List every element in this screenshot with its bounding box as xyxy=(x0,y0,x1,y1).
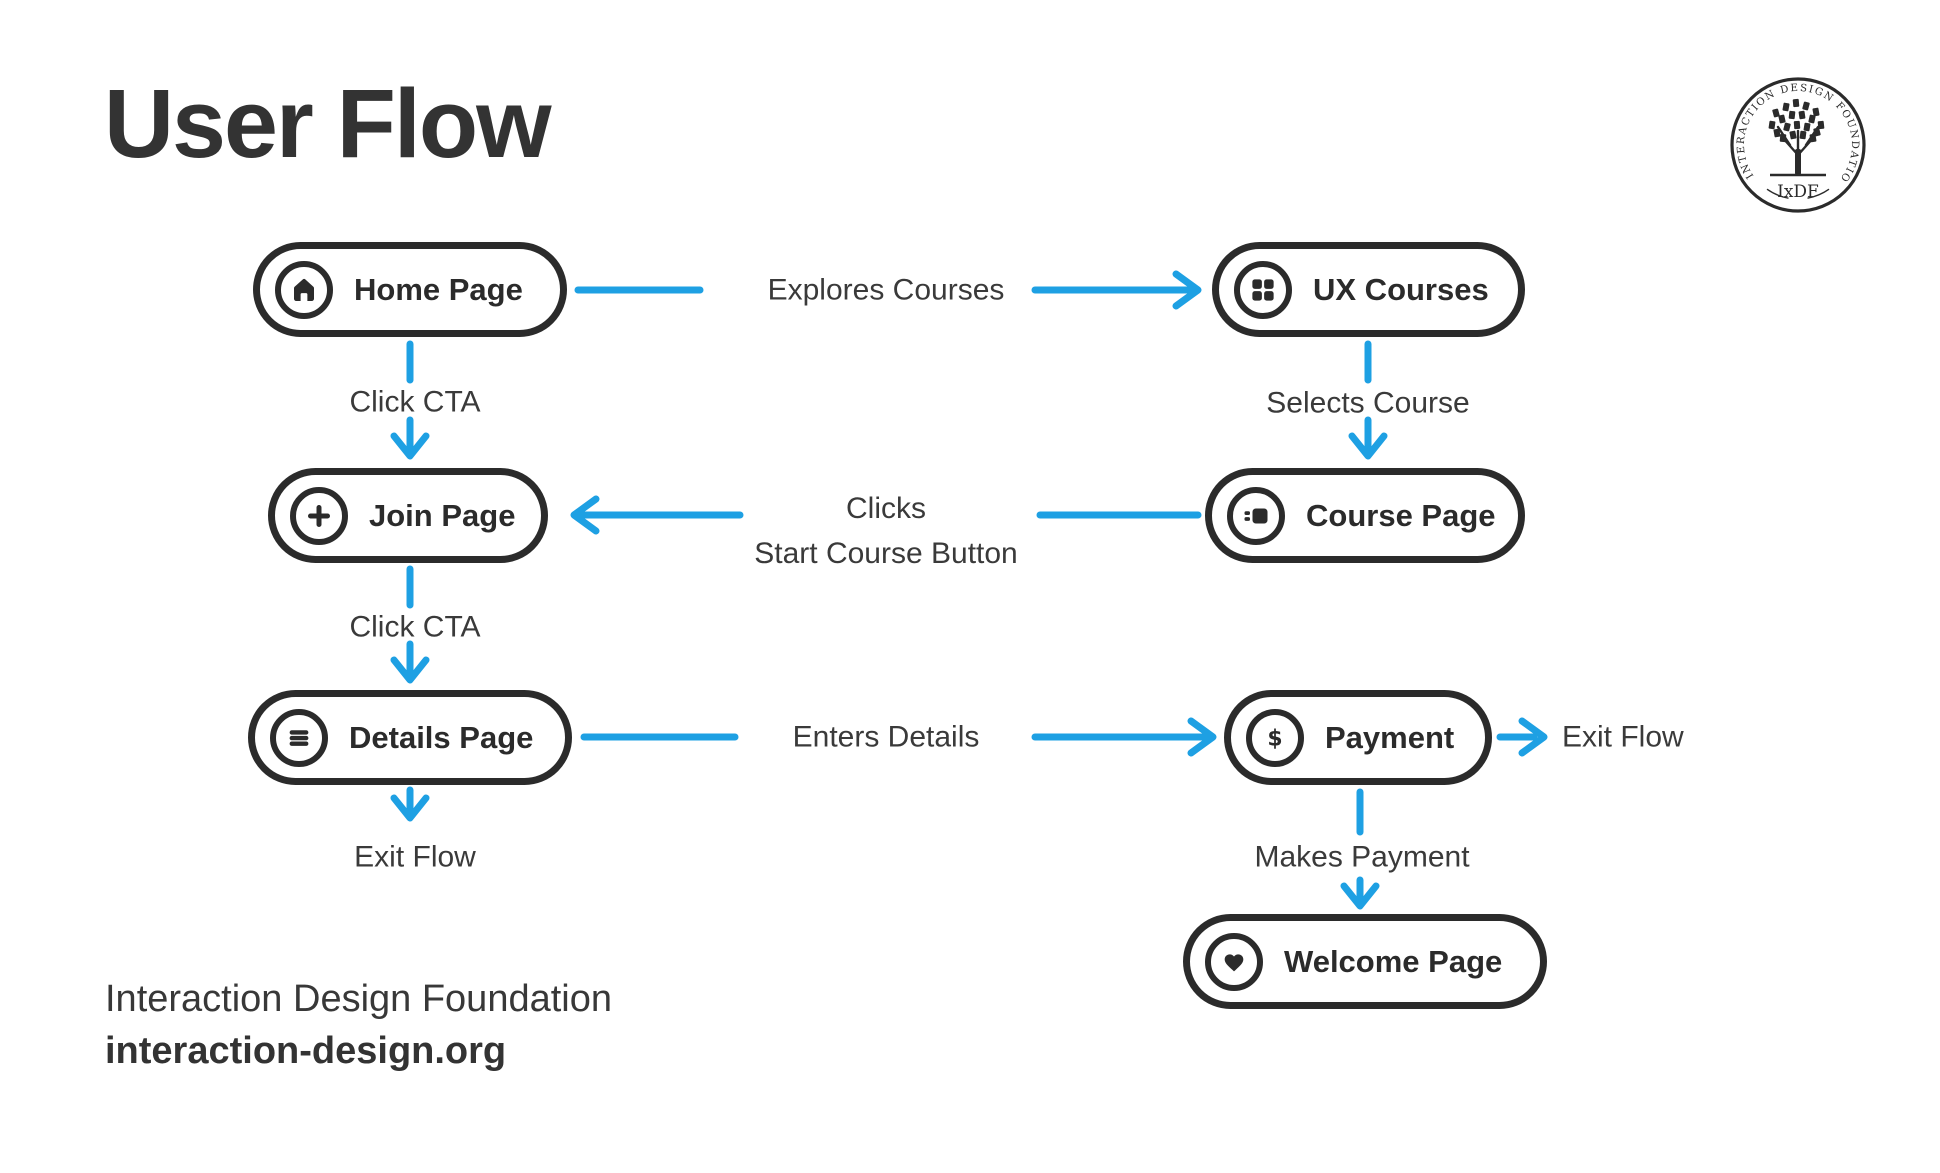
page-title: User Flow xyxy=(104,69,552,178)
node-course-page: Course Page xyxy=(1205,468,1525,563)
logo-tree-icon xyxy=(1768,98,1826,177)
footer: Interaction Design Foundation interactio… xyxy=(105,978,612,1073)
node-label: Join Page xyxy=(369,497,516,533)
dollar-icon: $ xyxy=(1246,708,1304,767)
edge-label-explores-courses: Explores Courses xyxy=(767,273,1005,307)
node-label: Course Page xyxy=(1306,497,1496,533)
node-details-page: Details Page xyxy=(248,690,572,785)
footer-org-name: Interaction Design Foundation xyxy=(105,978,612,1020)
node-label: Welcome Page xyxy=(1284,943,1503,979)
svg-text:$: $ xyxy=(1267,726,1282,751)
edge-label-line: Clicks xyxy=(846,492,926,525)
edge-label-exit-flow-right: Exit Flow xyxy=(1562,720,1684,754)
node-label: Home Page xyxy=(354,271,523,307)
edge-label-makes-payment: Makes Payment xyxy=(1254,840,1470,874)
grid-icon xyxy=(1234,260,1292,319)
edge-label-selects-course: Selects Course xyxy=(1266,386,1470,420)
node-home-page: Home Page xyxy=(253,242,567,337)
node-payment: $ Payment xyxy=(1224,690,1492,785)
list-icon xyxy=(270,708,328,767)
edge-label-exit-flow-bottom: Exit Flow xyxy=(354,840,476,874)
course-layout-icon xyxy=(1227,486,1285,545)
plus-icon xyxy=(290,486,348,545)
node-ux-courses: UX Courses xyxy=(1212,242,1525,337)
node-join-page: Join Page xyxy=(268,468,548,563)
edge-label-click-cta-2: Click CTA xyxy=(349,610,481,644)
edge-label-line: Start Course Button xyxy=(754,537,1018,570)
node-label: Details Page xyxy=(349,719,534,755)
edge-label-click-cta-1: Click CTA xyxy=(349,385,481,419)
node-label: Payment xyxy=(1325,719,1455,755)
home-icon xyxy=(275,260,333,319)
node-welcome-page: Welcome Page xyxy=(1183,914,1547,1009)
node-label: UX Courses xyxy=(1313,271,1489,307)
ixdf-logo: INTERACTION DESIGN FOUNDATION xyxy=(1728,75,1866,213)
edge-label-clicks-start-course-button: Clicks Start Course Button xyxy=(754,486,1017,576)
footer-org-url: interaction-design.org xyxy=(105,1030,507,1072)
heart-icon xyxy=(1205,932,1263,991)
edge-label-enters-details: Enters Details xyxy=(792,720,980,754)
logo-ixdf-text: IxDF xyxy=(1777,182,1819,202)
